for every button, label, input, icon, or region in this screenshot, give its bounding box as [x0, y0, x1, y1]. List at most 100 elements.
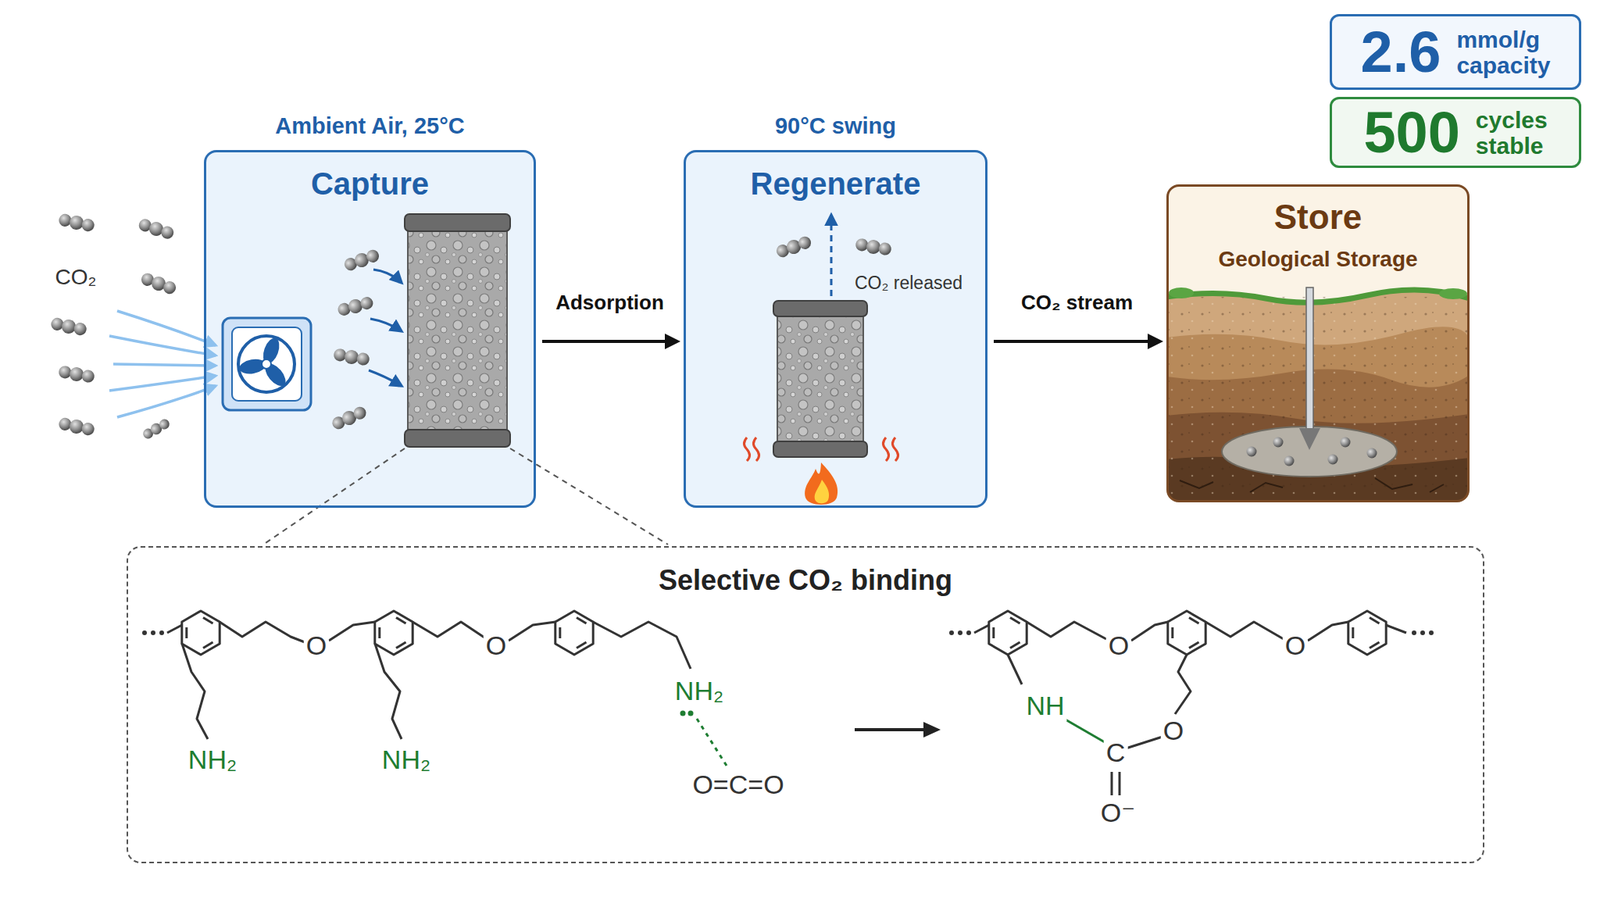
- storage-ground-part: [1246, 446, 1258, 458]
- polymer-after-part: [1064, 718, 1105, 743]
- polymer-after-part: [1420, 630, 1425, 636]
- polymer-after-part: [949, 630, 954, 636]
- polymer-before-part: [375, 610, 413, 655]
- air-flow-part: [109, 375, 216, 391]
- polymer-after-part: [1411, 630, 1417, 636]
- air-flow: [109, 310, 216, 418]
- polymer-after-part: [1110, 771, 1114, 796]
- released-molecules-part: [774, 234, 813, 261]
- node-text: Capture: [310, 164, 429, 203]
- atom-label: NH₂: [185, 744, 240, 775]
- sorbent-column-part: [404, 214, 511, 232]
- polymer-after-part: [989, 610, 1027, 655]
- storage-ground-part: [1439, 288, 1468, 300]
- polymer-before-part: [142, 630, 147, 636]
- polymer-after-part: [1007, 654, 1022, 685]
- capture-molecules-part: [332, 346, 371, 368]
- fan-icon-part: [222, 317, 311, 411]
- heat-waves-part: [744, 437, 750, 461]
- storage-ground-part: [1167, 289, 1468, 303]
- fan-icon-part: [261, 360, 290, 390]
- stat-box: 2.6 mmol/g capacity: [1329, 14, 1582, 90]
- box-fill: [1166, 184, 1470, 503]
- storage-ground-part: [1168, 287, 1194, 299]
- regen-column-part: [773, 300, 868, 317]
- storage-ground-part: [1299, 428, 1321, 450]
- heater-flame-part: [814, 479, 829, 504]
- leader-lines: [263, 448, 668, 545]
- polymer-before-part: [555, 610, 593, 655]
- polymer-after-part: [1026, 621, 1107, 640]
- box-fill: [683, 150, 988, 508]
- air-molecules-part: [140, 417, 172, 442]
- node-text: mmol/g capacity: [1456, 26, 1550, 79]
- atom-label: O⁻: [1098, 797, 1138, 829]
- annotation-label: CO₂: [53, 264, 100, 290]
- node-heading: Ambient Air, 25°C: [275, 112, 465, 140]
- atom-label: NH: [1023, 690, 1067, 722]
- flow-arrows-part: [370, 318, 402, 332]
- detail-callout: Selective CO₂ binding: [126, 546, 1485, 864]
- storage-ground-part: [1167, 289, 1468, 501]
- box-fill: [1329, 14, 1582, 90]
- heater-flame: [804, 462, 838, 505]
- regen-column-part: [777, 313, 864, 445]
- regen-column-part: [773, 441, 868, 458]
- node-heading: Store: [1274, 196, 1362, 239]
- polymer-before-part: [412, 621, 485, 638]
- reaction-arrow-part: [854, 728, 927, 732]
- polymer-after-part: [974, 625, 990, 633]
- atom-label: O: [1282, 630, 1308, 661]
- storage-ground-part: [1167, 296, 1468, 501]
- release-arrow: [830, 214, 833, 297]
- atom-label: O: [483, 630, 509, 661]
- atom-label: NH₂: [672, 675, 726, 707]
- air-molecules-part: [57, 415, 97, 437]
- capture-molecules-part: [329, 403, 368, 433]
- node-heading: 500: [1363, 103, 1460, 162]
- storage-ground-part: [1284, 456, 1295, 467]
- storage-ground-part: [1340, 437, 1351, 448]
- polymer-after-part: [1307, 621, 1349, 641]
- polymer-before-part: [688, 710, 694, 717]
- heater-flame-part: [804, 462, 838, 505]
- heat-waves-part: [892, 437, 899, 461]
- polymer-after-part: [966, 630, 972, 636]
- polymer-before-part: [182, 643, 208, 740]
- polymer-after-part: [1118, 771, 1122, 796]
- node-heading: Selective CO₂ binding: [658, 563, 953, 597]
- air-molecules-part: [139, 271, 178, 297]
- node-heading: 2.6: [1360, 23, 1442, 82]
- node-text: Regenerate: [750, 164, 922, 203]
- released-molecules-part: [854, 236, 893, 258]
- polymer-before-part: [182, 610, 220, 655]
- polymer-before-part: [508, 621, 556, 641]
- flow-arrow: [993, 339, 1161, 343]
- reaction-arrow: [854, 721, 941, 738]
- storage-ground-part: [1221, 426, 1397, 477]
- process-panel: Ambient Air, 25°CCapture: [203, 150, 536, 508]
- polymer-after-part: [957, 630, 963, 636]
- polymer-before-part: [328, 621, 375, 641]
- polymer-after-part: [1385, 625, 1407, 633]
- air-molecules-part: [50, 315, 89, 337]
- polymer-before-part: [680, 710, 686, 717]
- atom-label: O: [1160, 715, 1186, 747]
- storage-ground-part: [1367, 448, 1378, 459]
- reaction-arrow-part: [923, 721, 941, 738]
- sorbent-column-part: [404, 429, 511, 447]
- flow-arrow: [542, 339, 678, 343]
- regen-column: [773, 300, 868, 458]
- polymer-after-part: [1428, 630, 1434, 636]
- polymer-before-part: [219, 621, 305, 643]
- air-molecules-part: [57, 211, 97, 233]
- node-text: Geological Storage: [1217, 246, 1418, 273]
- fan-icon-part: [232, 327, 302, 401]
- polymer-after-part: [1167, 610, 1206, 655]
- capture-molecules: [329, 247, 381, 433]
- polymer-after-part: [1125, 736, 1163, 749]
- atom-label: O=C=O: [689, 769, 786, 800]
- polymer-before-part: [167, 625, 183, 633]
- node-heading: 90°C swing: [775, 112, 897, 140]
